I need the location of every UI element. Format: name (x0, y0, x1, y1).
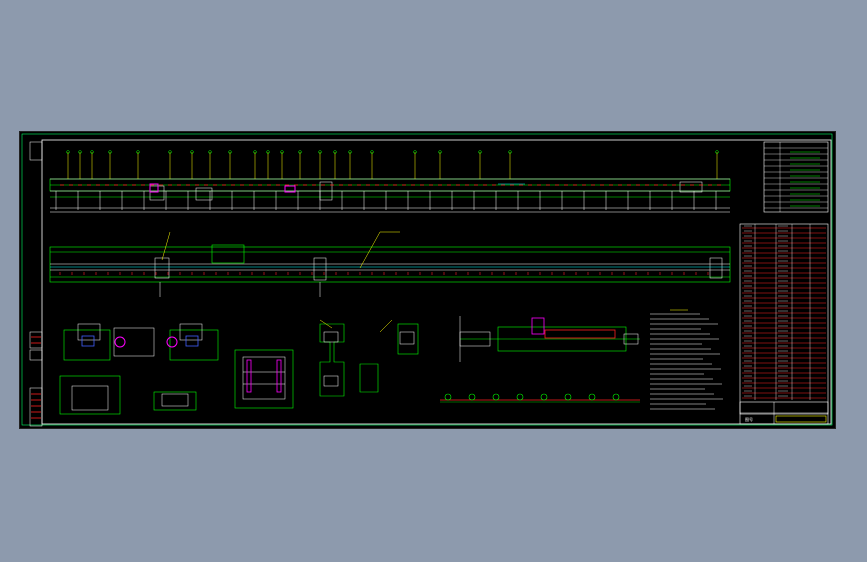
elevation-view (49, 150, 731, 213)
drawing-sheet: 图号 (20, 132, 835, 428)
plan-view (49, 231, 731, 297)
drawing-frame (21, 133, 833, 427)
drive-section-view (59, 323, 219, 415)
technical-notes-block (650, 309, 723, 410)
title-block-label: 图号 (745, 416, 753, 422)
title-block: 图号 (739, 401, 829, 425)
frame-section-view (234, 349, 294, 409)
detail-view-right (459, 316, 640, 362)
drawing-svg: 图号 (21, 133, 833, 427)
parts-list-table (739, 223, 829, 415)
detail-view-left (319, 319, 419, 397)
revision-table (763, 141, 829, 213)
roller-line-view (440, 393, 640, 403)
